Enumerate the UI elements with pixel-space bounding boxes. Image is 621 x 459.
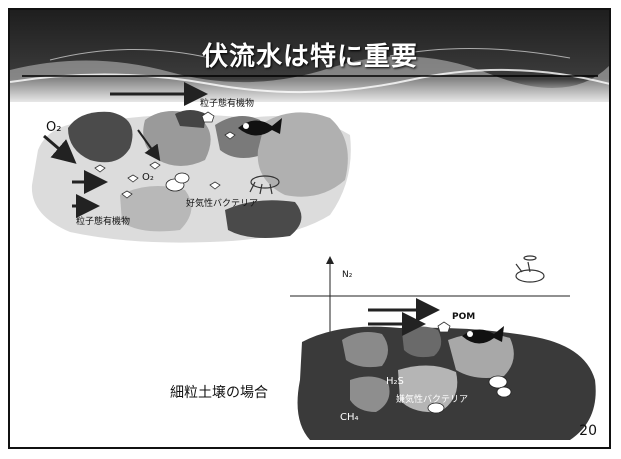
rock-bottom-1 (342, 332, 388, 368)
pom-particles (437, 321, 451, 333)
rock-bottom-4 (398, 365, 458, 413)
o2-arrow-2 (137, 129, 161, 162)
o2-arrow-1 (43, 134, 77, 164)
anaerobic-bacteria (427, 375, 512, 414)
o2-label-2: O₂ (142, 172, 154, 183)
fish-icon-bottom (462, 326, 504, 344)
organic-particles (94, 111, 236, 199)
rock-large (257, 112, 348, 197)
o2-label-1: O₂ (46, 120, 62, 135)
aerobic-bacteria (165, 172, 190, 192)
rock-light-bottom (120, 186, 192, 232)
rock-bottom-5 (350, 376, 390, 412)
diagram-canvas (31, 82, 596, 440)
particle-label-bottom: 粒子態有機物 (76, 217, 131, 227)
pom-label: POM (452, 312, 476, 322)
rock-dark-2 (175, 110, 206, 128)
dead-invertebrate-icon (515, 255, 545, 283)
ch4-label: CH₄ (340, 412, 359, 423)
slide-title: 伏流水は特に重要 (201, 42, 418, 72)
aerobic-bacteria-label: 好気性バクテリア (186, 199, 259, 209)
fish-icon (238, 118, 282, 136)
page-number: 20 (579, 423, 597, 439)
rock-bottom-3 (448, 333, 514, 378)
title-banner (10, 10, 609, 102)
rock-dark-1 (68, 111, 133, 163)
fine-soil-caption: 細粒土壌の場合 (170, 385, 268, 401)
rock-dark-bottom (225, 200, 302, 238)
rock-bottom-2 (402, 326, 442, 358)
slide: 伏流水は特に重要 (8, 8, 611, 449)
particle-label-top: 粒子態有機物 (200, 99, 255, 109)
n2-label: N₂ (342, 270, 353, 280)
invertebrate-icon (249, 175, 280, 195)
h2s-label: H₂S (386, 376, 404, 387)
anaerobic-bacteria-label: 嫌気性バクテリア (396, 395, 469, 405)
